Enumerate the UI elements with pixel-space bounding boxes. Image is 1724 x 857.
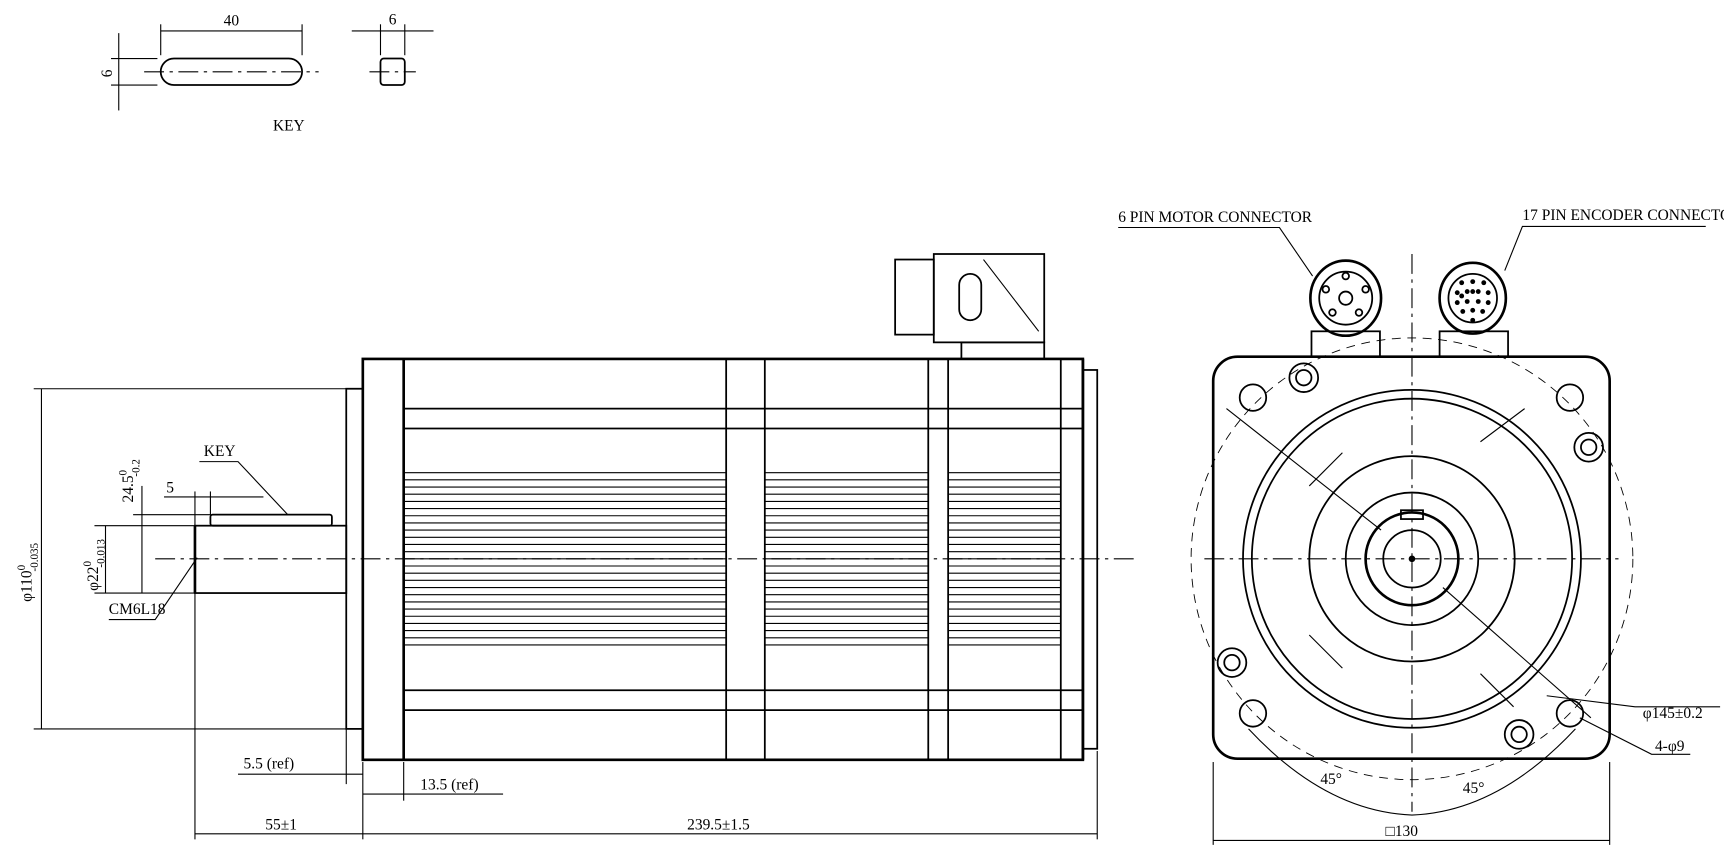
encoder-pin (1459, 280, 1465, 286)
encoder-pin (1481, 280, 1487, 286)
encoder-pin (1480, 309, 1486, 314)
key-height-dim: 6 (99, 69, 116, 77)
shaft-length-dim: 55±1 (265, 816, 297, 833)
encoder-pin (1485, 290, 1491, 296)
encoder-pin (1470, 289, 1476, 294)
encoder-pin (1464, 289, 1470, 294)
angle-right: 45° (1463, 780, 1485, 797)
pilot-depth-dim: 5.5 (ref) (244, 756, 295, 773)
angle-left: 45° (1320, 771, 1342, 788)
bolts (1216, 362, 1604, 750)
key-width-dim: 6 (389, 11, 397, 28)
mounting-holes (1238, 383, 1585, 728)
encoder-connector-label: 17 PIN ENCODER CONNECTOR (1522, 207, 1724, 224)
encoder-pin (1470, 317, 1476, 323)
key-length-dim: 40 (224, 12, 240, 29)
side-view: φ1100-0.035 φ220-0.013 24.50-0.2 5 KEY C… (16, 253, 1139, 840)
square-size-dim: □130 (1385, 823, 1418, 840)
encoder-pin (1475, 289, 1481, 294)
bolt-circle-dim: φ145±0.2 (1643, 705, 1703, 722)
encoder-pin (1485, 300, 1491, 306)
key-callout: KEY (204, 443, 236, 460)
encoder-pin (1470, 279, 1476, 285)
encoder-pin (1460, 309, 1466, 314)
encoder-pin (1475, 299, 1481, 304)
encoder-pin (1464, 299, 1470, 304)
encoder-pin (1454, 290, 1460, 296)
key-detail: 40 6 6 KEY (99, 11, 434, 134)
front-view: 6 PIN MOTOR CONNECTOR 17 PIN ENCODER CON… (1118, 207, 1724, 845)
key-label: KEY (273, 117, 305, 134)
encoder-pin (1459, 293, 1465, 299)
flange-thickness-dim: 13.5 (ref) (420, 777, 478, 794)
pilot-dia-dim: φ1100-0.035 (16, 542, 41, 601)
side-connector (894, 253, 1046, 360)
key-height-dim: 24.50-0.2 (117, 459, 142, 502)
encoder-pin (1470, 307, 1476, 313)
encoder-pin (1454, 300, 1460, 306)
shaft-dia-dim: φ220-0.013 (82, 539, 107, 591)
motor-connector (1309, 259, 1383, 358)
body-length-dim: 239.5±1.5 (687, 816, 750, 833)
motor-connector-label: 6 PIN MOTOR CONNECTOR (1118, 209, 1313, 226)
center-hole-callout: CM6L18 (109, 601, 166, 618)
shaft-key (209, 513, 333, 527)
holes-dim: 4-φ9 (1655, 738, 1685, 755)
key-offset-dim: 5 (166, 480, 174, 497)
encoder-connector (1438, 261, 1509, 358)
